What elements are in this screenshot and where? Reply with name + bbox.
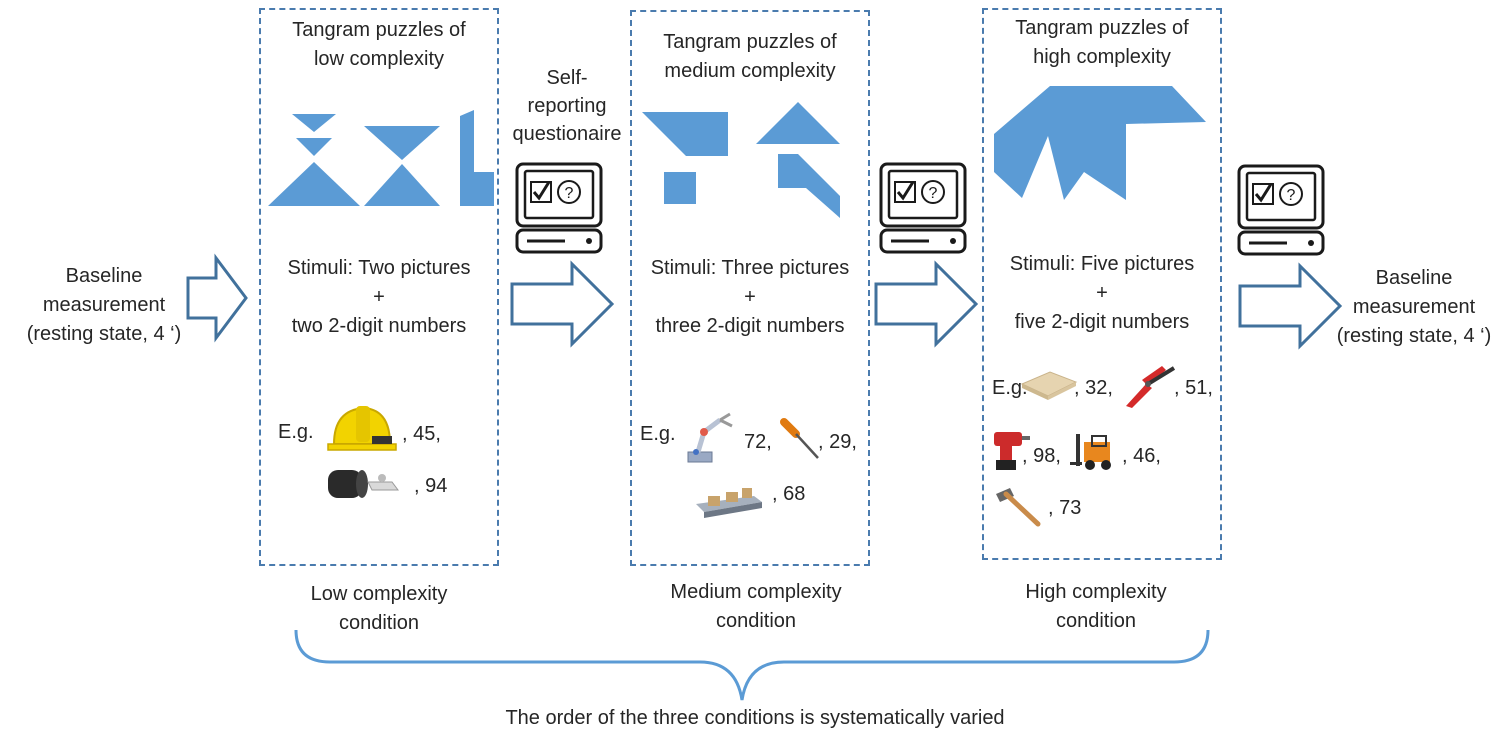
svg-text:?: ?: [1287, 187, 1296, 204]
conveyor-icon: [696, 488, 762, 518]
pallet-icon: [1020, 371, 1078, 400]
flow-arrow-1: [186, 253, 248, 343]
number-73: , 73: [1048, 497, 1082, 519]
hammer-icon: [996, 488, 1041, 527]
panel-high-stimuli: Stimuli: Five pictures + five 2-digit nu…: [1009, 253, 1195, 333]
panel-medium-stimuli: Stimuli: Three pictures + three 2-digit …: [650, 257, 850, 337]
pliers-icon: [1126, 366, 1176, 408]
footer-caption: The order of the three conditions is sys…: [505, 707, 1005, 729]
condition-low: Low complexity condition: [310, 583, 448, 634]
forklift-icon: [1070, 434, 1111, 470]
panel-medium-complexity: [630, 10, 870, 566]
number-51: , 51,: [1174, 377, 1213, 399]
panel-medium-title: Tangram puzzles of medium complexity: [663, 31, 837, 82]
tangram-high-complexity: [994, 86, 1206, 200]
baseline-left: Baseline measurement (resting state, 4 ‘…: [26, 265, 182, 345]
computer-icon: ?: [879, 162, 967, 254]
baseline-right: Baseline measurement (resting state, 4 ‘…: [1336, 267, 1492, 347]
questionnaire-label: Self- reporting questionaire: [512, 67, 622, 145]
drill-icon: [994, 432, 1030, 470]
panel-medium-eg: E.g.: [640, 423, 676, 445]
tangram-low-complexity: [268, 110, 494, 206]
panel-low-title: Tangram puzzles of low complexity: [292, 19, 466, 70]
computer-icon: ?: [1237, 164, 1325, 256]
number-45: , 45,: [402, 423, 441, 445]
screwdriver-icon: [780, 418, 819, 459]
tangram-medium-complexity: [642, 102, 840, 218]
number-68: , 68: [772, 483, 806, 505]
number-32: , 32,: [1074, 377, 1113, 399]
flow-arrow-2: [510, 260, 615, 348]
number-46: , 46,: [1122, 445, 1161, 467]
number-98: , 98,: [1022, 445, 1061, 467]
number-94: , 94: [414, 475, 448, 497]
grouping-brace: [294, 629, 1210, 701]
flow-arrow-4: [1238, 262, 1343, 350]
flow-arrow-3: [874, 260, 979, 348]
hard-hat-icon: [327, 406, 397, 451]
svg-text:?: ?: [929, 185, 938, 202]
panel-high-eg: E.g.: [992, 377, 1028, 399]
panel-low-complexity: [259, 8, 499, 566]
computer-icon: ?: [515, 162, 603, 254]
robot-arm-icon: [687, 412, 733, 463]
svg-text:?: ?: [565, 185, 574, 202]
panel-high-title: Tangram puzzles of high complexity: [1015, 17, 1189, 68]
number-72: 72,: [744, 431, 772, 453]
number-29: , 29,: [818, 431, 857, 453]
condition-high: High complexity condition: [1025, 581, 1167, 632]
panel-high-complexity: [982, 8, 1222, 560]
condition-medium: Medium complexity condition: [670, 581, 842, 632]
panel-low-stimuli: Stimuli: Two pictures + two 2-digit numb…: [287, 257, 471, 337]
panel-low-eg: E.g.: [278, 421, 314, 443]
sensor-icon: [328, 470, 399, 498]
